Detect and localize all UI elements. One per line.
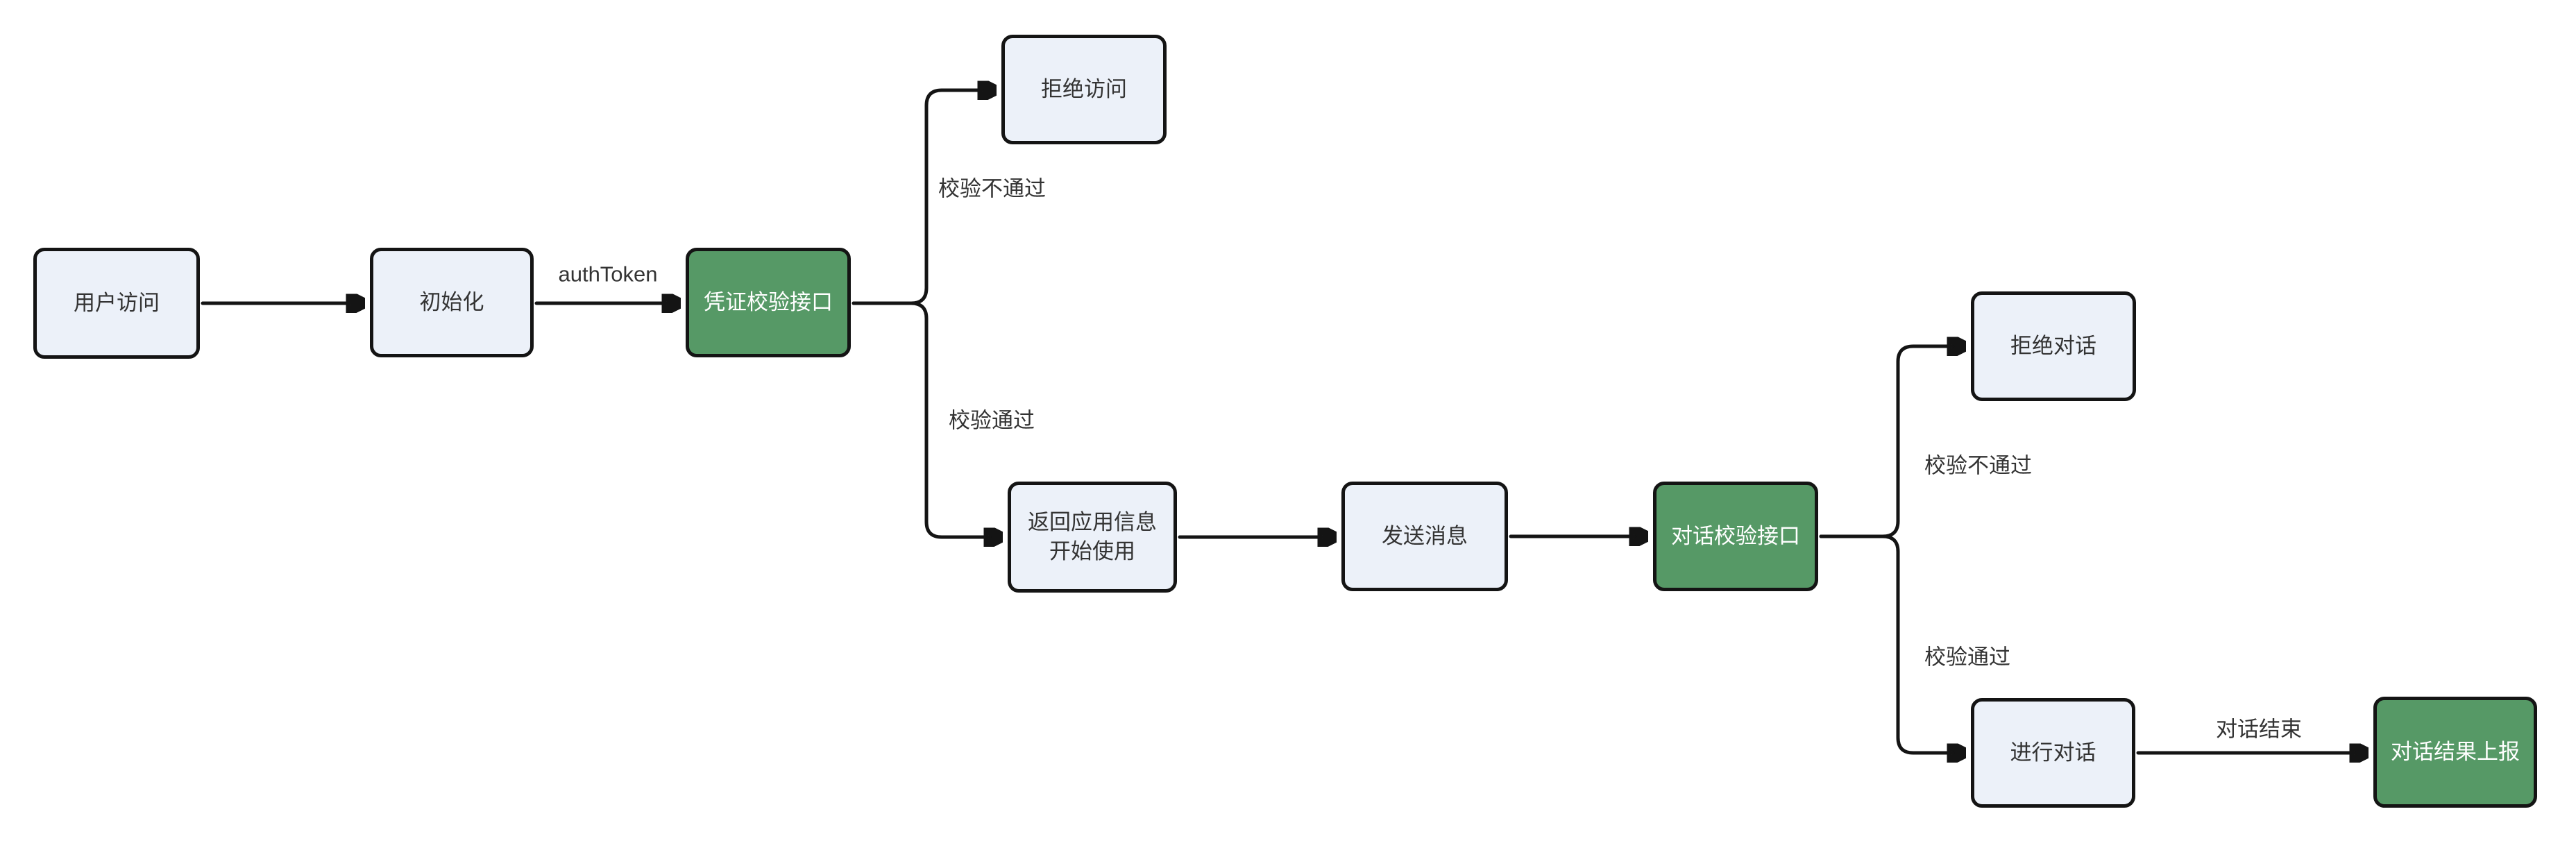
node-user-access-label: 用户访问 — [74, 291, 160, 316]
node-deny-dialog: 拒绝对话 — [1971, 291, 2136, 401]
node-deny-access: 拒绝访问 — [1001, 35, 1167, 144]
node-return-app-info-line1: 返回应用信息 — [1028, 510, 1157, 535]
edge-label-credential-check-pass: 校验通过 — [949, 408, 1035, 433]
node-dialog-check-api: 对话校验接口 — [1653, 482, 1818, 591]
edge-label-credential-check-fail: 校验不通过 — [938, 176, 1046, 201]
edge-dialog-check-to-conduct-dialog — [1819, 534, 1963, 753]
node-send-message-label: 发送消息 — [1382, 524, 1468, 549]
node-report-dialog-result-label: 对话结果上报 — [2391, 740, 2520, 765]
node-return-app-info-line2: 开始使用 — [1049, 539, 1135, 563]
edge-dialog-check-to-deny-dialog — [1819, 346, 1963, 538]
node-return-app-info: 返回应用信息 开始使用 — [1008, 482, 1177, 593]
node-init: 初始化 — [370, 248, 534, 357]
node-deny-access-label: 拒绝访问 — [1041, 77, 1127, 102]
node-deny-dialog-label: 拒绝对话 — [2010, 334, 2096, 359]
edge-label-authtoken: authToken — [558, 262, 658, 287]
node-conduct-dialog-label: 进行对话 — [2010, 740, 2096, 765]
node-user-access: 用户访问 — [33, 248, 200, 359]
node-send-message: 发送消息 — [1341, 482, 1508, 591]
node-init-label: 初始化 — [419, 290, 484, 315]
node-conduct-dialog: 进行对话 — [1971, 698, 2135, 808]
edge-label-dialog-end: 对话结束 — [2216, 717, 2302, 742]
node-credential-check-api: 凭证校验接口 — [686, 248, 851, 357]
edge-credential-check-to-return-app-info — [851, 301, 1000, 537]
node-credential-check-api-label: 凭证校验接口 — [704, 290, 833, 315]
node-dialog-check-api-label: 对话校验接口 — [1671, 524, 1800, 549]
edge-label-dialog-check-pass: 校验通过 — [1924, 645, 2010, 670]
edge-label-dialog-check-fail: 校验不通过 — [1924, 453, 2032, 478]
node-report-dialog-result: 对话结果上报 — [2373, 697, 2537, 808]
